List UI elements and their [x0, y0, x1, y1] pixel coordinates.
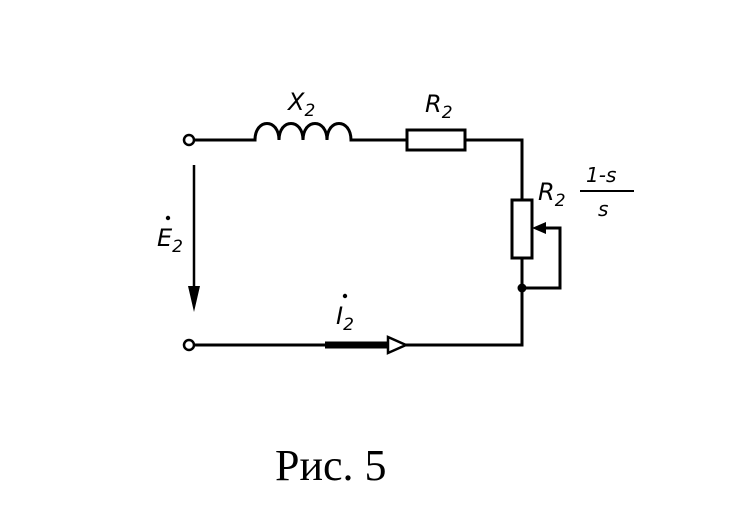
wire-tap-loop	[520, 226, 562, 290]
emf-arrow-icon	[188, 286, 200, 312]
label-e2: E2	[157, 224, 183, 257]
current-dot-icon	[342, 293, 348, 299]
label-r2-series: R2	[425, 90, 453, 123]
junction-dot	[517, 283, 527, 293]
inductor-x2	[253, 122, 353, 142]
tap-arrow-icon	[532, 222, 546, 234]
label-r2-load: R2	[538, 178, 566, 211]
current-arrow-icon	[386, 335, 410, 355]
label-x2: X2	[286, 88, 315, 121]
label-i2: I2	[336, 302, 354, 335]
resistor-load	[510, 198, 534, 260]
terminal-top	[182, 133, 196, 147]
terminal-bottom	[182, 338, 196, 352]
label-fraction-denominator: s	[598, 197, 608, 221]
emf-dot-icon	[165, 215, 171, 221]
label-fraction-numerator: 1-s	[586, 163, 616, 187]
resistor-r2	[405, 128, 467, 152]
figure-caption: Рис. 5	[275, 441, 387, 490]
